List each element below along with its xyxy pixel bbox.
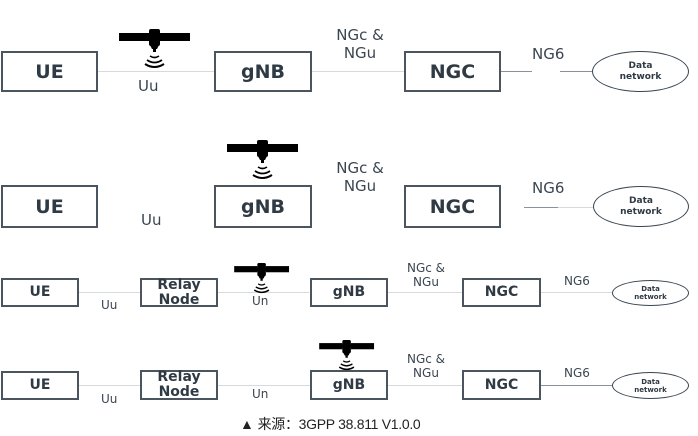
relay-label-1: Relay bbox=[157, 369, 201, 385]
dn-label-2: network bbox=[619, 71, 662, 82]
link-ng6-line bbox=[540, 385, 612, 386]
ue-node: UE bbox=[1, 371, 79, 400]
relay-label-2: Node bbox=[158, 384, 200, 400]
ue-node: UE bbox=[1, 185, 98, 228]
gnb-label: gNB bbox=[241, 60, 285, 83]
relay-label-2: Node bbox=[158, 291, 200, 308]
source-caption: ▲来源：3GPP 38.811 V1.0.0 bbox=[240, 414, 421, 434]
link-ng6-line bbox=[540, 292, 612, 293]
ngc-label: NGC bbox=[484, 284, 519, 300]
link-un-line bbox=[217, 385, 311, 386]
link-ngc-ngu-line bbox=[387, 292, 463, 293]
link-label-un: Un bbox=[252, 294, 269, 308]
dn-label-1: Data bbox=[641, 377, 660, 386]
link-ng6-line bbox=[558, 207, 594, 208]
ngc-ngu-line2: NGu bbox=[413, 366, 439, 380]
ngc-node: NGC bbox=[404, 51, 501, 92]
ngc-label: NGC bbox=[429, 60, 476, 83]
ue-label: UE bbox=[29, 284, 51, 300]
ngc-ngu-line1: NGc & bbox=[336, 26, 384, 44]
ngc-ngu-line2: NGu bbox=[343, 44, 377, 62]
ue-label: UE bbox=[35, 60, 64, 83]
dn-label-1: Data bbox=[628, 60, 653, 71]
gnb-label: gNB bbox=[241, 195, 285, 218]
dn-label-1: Data bbox=[641, 285, 660, 293]
ngc-ngu-line2: NGu bbox=[343, 177, 377, 195]
gnb-node: gNB bbox=[310, 370, 388, 400]
ngc-ngu-line2: NGu bbox=[413, 275, 439, 289]
link-label-ngc-ngu: NGc &NGu bbox=[330, 26, 390, 62]
dn-label-2: network bbox=[634, 385, 667, 394]
gnb-label: gNB bbox=[332, 284, 366, 300]
satellite-icon bbox=[227, 140, 299, 179]
gnb-label: gNB bbox=[332, 376, 366, 393]
link-uu-line bbox=[78, 292, 140, 293]
dn-label-1: Data bbox=[629, 195, 653, 206]
ue-node: UE bbox=[1, 51, 98, 92]
ngc-ngu-line1: NGc & bbox=[336, 159, 384, 177]
link-label-uu: Uu bbox=[101, 298, 118, 312]
ngc-ngu-line1: NGc & bbox=[406, 352, 446, 366]
link-label-ng6: NG6 bbox=[532, 45, 565, 63]
satellite-icon bbox=[318, 340, 375, 371]
gnb-node: gNB bbox=[214, 185, 312, 228]
link-label-uu: Uu bbox=[101, 392, 118, 406]
link-ng6-line bbox=[500, 71, 532, 72]
link-ngc-ngu-line bbox=[311, 71, 405, 72]
link-label-ng6: NG6 bbox=[564, 274, 590, 288]
link-label-ngc-ngu: NGc &NGu bbox=[400, 352, 452, 380]
dn-label-2: network bbox=[620, 206, 662, 217]
link-uu-line bbox=[97, 71, 215, 72]
ngc-ngu-line1: NGc & bbox=[406, 261, 446, 275]
ngc-node: NGC bbox=[404, 185, 501, 228]
gnb-node: gNB bbox=[214, 51, 312, 92]
link-label-ng6: NG6 bbox=[564, 366, 590, 380]
caption-text: 来源：3GPP 38.811 V1.0.0 bbox=[257, 416, 421, 432]
triangle-marker-icon: ▲ bbox=[240, 416, 254, 432]
link-label-ngc-ngu: NGc &NGu bbox=[400, 261, 452, 289]
link-label-ngc-ngu: NGc &NGu bbox=[330, 159, 390, 195]
gnb-node: gNB bbox=[310, 278, 388, 307]
link-label-un: Un bbox=[252, 387, 269, 401]
link-ngc-ngu-line bbox=[387, 385, 463, 386]
relay-label-1: Relay bbox=[157, 276, 201, 293]
ue-label: UE bbox=[35, 195, 64, 218]
link-ng6-line bbox=[560, 71, 595, 72]
link-ng6-line bbox=[524, 207, 558, 208]
ue-label: UE bbox=[29, 377, 51, 393]
ngc-label: NGC bbox=[429, 195, 476, 218]
link-label-uu: Uu bbox=[141, 211, 162, 229]
link-uu-line bbox=[78, 385, 140, 386]
ngc-node: NGC bbox=[462, 370, 541, 400]
ue-node: UE bbox=[1, 278, 79, 307]
ngc-node: NGC bbox=[462, 278, 541, 307]
dn-label-2: network bbox=[634, 293, 667, 301]
link-label-uu: Uu bbox=[138, 77, 159, 95]
ngc-label: NGC bbox=[484, 376, 519, 393]
link-label-ng6: NG6 bbox=[532, 179, 565, 197]
satellite-icon bbox=[233, 263, 290, 294]
satellite-icon bbox=[119, 29, 191, 68]
